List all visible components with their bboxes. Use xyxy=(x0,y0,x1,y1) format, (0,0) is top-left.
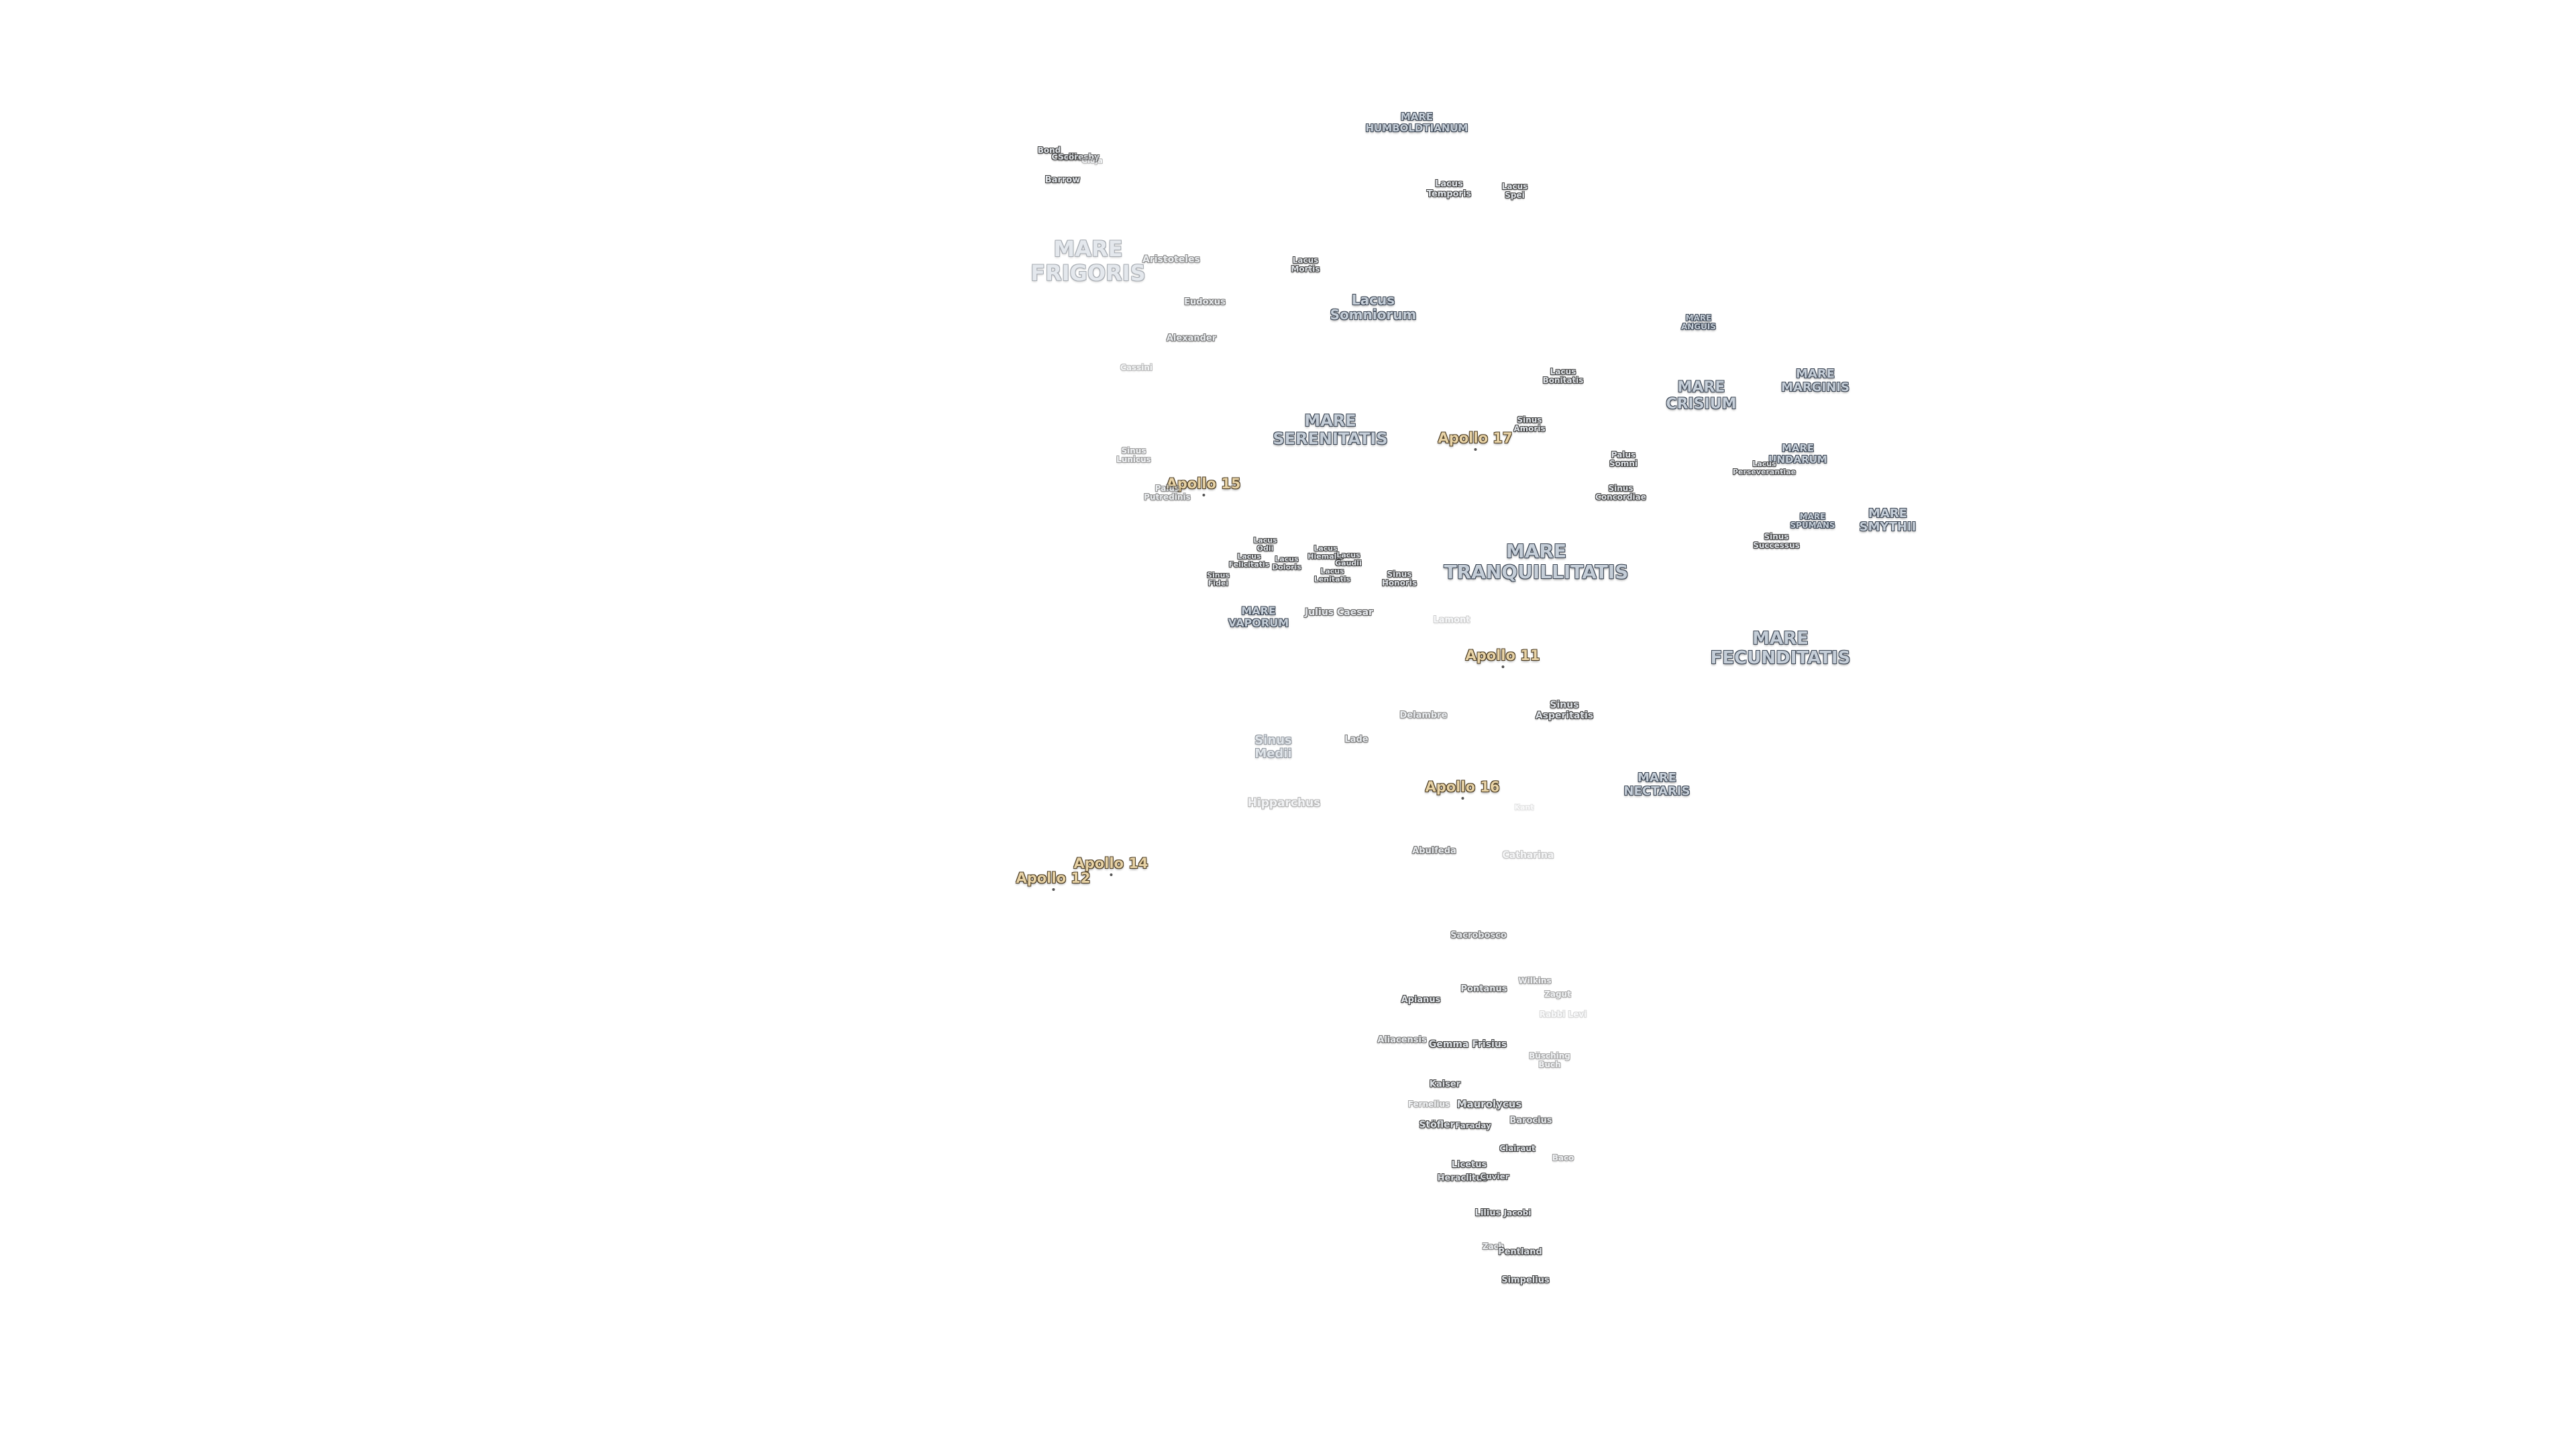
map-label-licetus: Licetus xyxy=(1451,1160,1487,1170)
map-label-lacus-bonitatis: Lacus Bonitatis xyxy=(1542,367,1584,386)
map-label-sinus-medii: Sinus Medii xyxy=(1254,733,1292,761)
map-label-apollo-12[interactable]: Apollo 12 xyxy=(1016,870,1091,890)
map-label-gemma-frisius: Gemma Frisius xyxy=(1428,1039,1507,1050)
map-label-sinus-amoris: Sinus Amoris xyxy=(1513,415,1546,434)
map-label-cuvier: Cuvier xyxy=(1480,1172,1509,1181)
map-label-mare-undarum: MARE UNDARUM xyxy=(1768,442,1827,466)
map-label-mare-fecunditatis: MARE FECUNDITATIS xyxy=(1710,629,1851,669)
map-label-bond: Bond xyxy=(1037,146,1061,155)
map-label-kant: Kant xyxy=(1514,803,1534,812)
map-label-lade: Lade xyxy=(1344,735,1368,745)
map-label-faraday: Faraday xyxy=(1455,1121,1491,1130)
map-label-mare-spumans: MARE SPUMANS xyxy=(1790,512,1835,531)
map-label-apollo-17[interactable]: Apollo 17 xyxy=(1438,430,1513,450)
map-label-pentland: Pentland xyxy=(1498,1247,1542,1257)
map-label-sinus-asperitatis: Sinus Asperitatis xyxy=(1535,700,1594,721)
map-label-mare-frigoris: MARE FRIGORIS xyxy=(1030,236,1146,286)
map-label-apollo-16[interactable]: Apollo 16 xyxy=(1425,779,1500,799)
map-label-sinus-honoris: Sinus Honoris xyxy=(1381,570,1417,588)
map-label-mare-smythii: MARE SMYTHII xyxy=(1859,506,1917,535)
map-label-sinus-lunicus: Sinus Lunicus xyxy=(1116,446,1151,465)
map-label-mare-tranquillitatis: MARE TRANQUILLITATIS xyxy=(1444,540,1629,584)
map-label-lacus-spei: Lacus Spei xyxy=(1501,182,1528,201)
map-label-sacrobosco: Sacrobosco xyxy=(1450,930,1507,941)
map-label-eudoxus: Eudoxus xyxy=(1184,297,1226,307)
map-label-apollo-14[interactable]: Apollo 14 xyxy=(1073,855,1148,875)
map-label-stofler: Stöfler xyxy=(1419,1120,1455,1130)
map-label-lilius: Lilius xyxy=(1474,1208,1501,1218)
map-label-lacus-hiemalis: Lacus Hiemalis xyxy=(1307,544,1344,561)
map-label-gioja: Gioja xyxy=(1081,156,1103,165)
map-label-julius-caesar: Julius Caesar xyxy=(1305,607,1373,618)
map-label-hipparchus: Hipparchus xyxy=(1247,796,1321,810)
map-label-sinus-concordiae: Sinus Concordiae xyxy=(1595,484,1646,502)
map-label-aristoteles: Aristoteles xyxy=(1142,254,1200,265)
map-label-mare-vaporum: MARE VAPORUM xyxy=(1228,604,1289,629)
map-label-scoresby: Scoresby xyxy=(1058,152,1099,162)
map-label-jacobi: Jacobi xyxy=(1503,1208,1532,1218)
map-label-mare-crisium: MARE CRISIUM xyxy=(1666,379,1737,413)
map-label-barrow: Barrow xyxy=(1044,175,1081,185)
map-label-pontanus: Pontanus xyxy=(1460,984,1507,994)
map-label-mare-serenitatis: MARE SERENITATIS xyxy=(1273,411,1388,448)
map-label-buching-buch: Büsching Buch xyxy=(1529,1051,1570,1070)
map-label-lacus-felicitatis: Lacus Felicitatis xyxy=(1228,552,1270,570)
map-label-simpelius: Simpelius xyxy=(1501,1275,1550,1285)
map-label-wilkins: Wilkins xyxy=(1518,976,1552,985)
map-label-palus-somni: Palus Somni xyxy=(1609,450,1638,469)
map-label-cassini: Cassini xyxy=(1120,363,1152,372)
map-label-lacus-odii: Lacus Odii xyxy=(1253,536,1277,553)
map-label-mare-nectaris: MARE NECTARIS xyxy=(1623,771,1690,799)
map-label-aliacensis: Aliacensis xyxy=(1377,1035,1427,1045)
map-label-rabbi-levi: Rabbi Levi xyxy=(1539,1010,1587,1019)
map-label-kaiser: Kaiser xyxy=(1429,1079,1461,1089)
map-label-abulfeda: Abulfeda xyxy=(1412,846,1456,856)
map-label-lacus-doloris: Lacus Doloris xyxy=(1272,555,1301,572)
map-label-mare-humboldtianum: MARE HUMBOLDTIANUM xyxy=(1365,111,1468,134)
map-label-clairaut: Clairaut xyxy=(1499,1144,1536,1153)
map-label-zach: Zach xyxy=(1482,1242,1505,1251)
map-label-barocius: Barocius xyxy=(1509,1116,1552,1126)
map-label-apianus: Apianus xyxy=(1401,995,1441,1005)
map-label-zagut: Zagut xyxy=(1544,989,1571,999)
map-label-apollo-11[interactable]: Apollo 11 xyxy=(1465,647,1540,667)
map-label-lacus-perseverantiae: Lacus Perseverantiae xyxy=(1732,460,1796,477)
map-label-mare-marginis: MARE MARGINIS xyxy=(1781,367,1849,395)
map-label-lamont: Lamont xyxy=(1433,615,1470,625)
map-label-fernelius: Fernelius xyxy=(1407,1099,1450,1109)
map-label-maurolycus: Maurolycus xyxy=(1456,1098,1522,1110)
map-label-palus-putredinis: Palus Putredinis xyxy=(1144,484,1191,502)
map-label-lacus-somniorum: Lacus Somniorum xyxy=(1330,292,1417,323)
map-label-lacus-temporis: Lacus Temporis xyxy=(1426,179,1472,199)
map-label-catharina: Catharina xyxy=(1502,850,1554,861)
map-label-lacus-mortis: Lacus Mortis xyxy=(1291,256,1320,274)
map-label-apollo-15[interactable]: Apollo 15 xyxy=(1166,476,1241,496)
map-label-challis: Challis xyxy=(1051,152,1082,162)
map-label-delambre: Delambre xyxy=(1399,710,1448,720)
map-label-sinus-fidei: Sinus Fidei xyxy=(1207,571,1230,588)
map-label-mare-anguis: MARE ANGUIS xyxy=(1680,313,1717,332)
map-label-heraclitus: Heraclitus xyxy=(1437,1173,1488,1183)
map-label-sinus-successus: Sinus Successus xyxy=(1753,532,1800,551)
map-label-alexander: Alexander xyxy=(1166,333,1217,343)
map-label-baco: Baco xyxy=(1552,1153,1574,1163)
map-label-lacus-lenitatis: Lacus Lenitatis xyxy=(1313,567,1351,584)
map-label-lacus-gaudii: Lacus Gaudii xyxy=(1335,551,1362,568)
